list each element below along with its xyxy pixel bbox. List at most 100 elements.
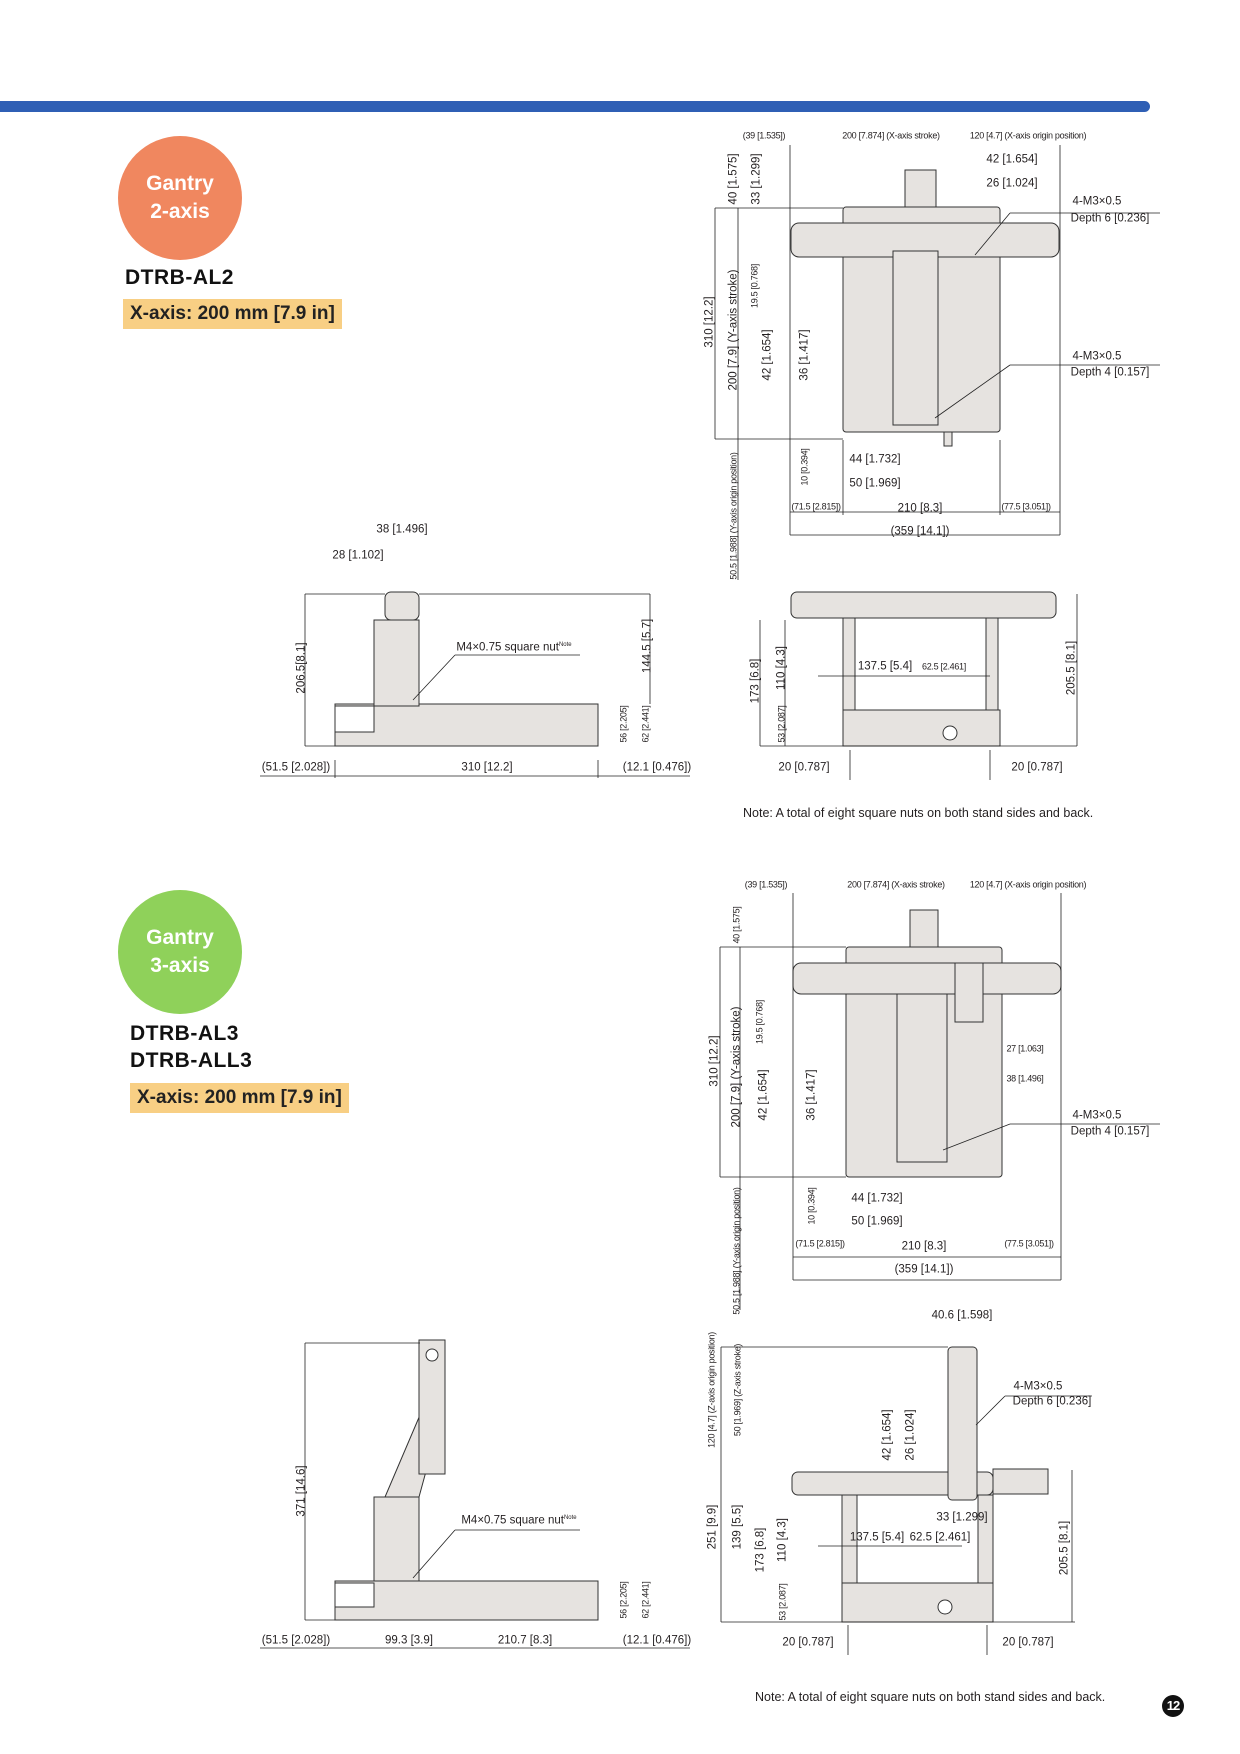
badge-line-2: 2-axis [150,200,210,223]
x-axis-spec: X-axis: 200 mm [7.9 in] [123,299,342,329]
dimension-label: 27 [1.063] [1006,1043,1044,1054]
dimension-label: 173 [6.8] [749,658,762,704]
dimension-label: 310 [12.2] [703,296,716,348]
dimension-label: 173 [6.8] [754,1527,767,1573]
tap-callout: Depth 4 [0.157] [1070,1125,1150,1138]
dimension-label: 200 [7.9] (Y-axis stroke) [727,269,740,391]
nut-callout: M4×0.75 square nutNote [461,1515,576,1527]
tap-callout: 4-M3×0.5 [1072,1109,1122,1122]
al2-top-view [714,145,1160,580]
nut-callout: M4×0.75 square nutNote [456,642,571,654]
dimension-label: (359 [14.1]) [894,1263,954,1276]
dimension-label: 120 [4.7] (X-axis origin position) [969,879,1087,890]
dimension-label: 210.7 [8.3] [497,1634,553,1647]
dimension-label: 20 [0.787] [782,1636,834,1649]
dimension-label: 33 [1.299] [750,153,763,205]
header-rule [0,101,1150,112]
dimension-label: 36 [1.417] [798,329,811,381]
dimension-label: 62.5 [2.461] [909,1531,971,1544]
dimension-label: 53 [2.087] [776,705,787,743]
model-name: DTRB-AL3 [130,1022,239,1045]
dimension-label: 62 [2.441] [640,1581,651,1619]
dimension-label: 200 [7.9] (Y-axis stroke) [730,1006,743,1128]
dimension-label: 210 [8.3] [901,1240,947,1253]
gantry-2-axis-badge: Gantry 2-axis [118,136,242,260]
al3-top-view [719,893,1160,1310]
dimension-label: 19.5 [0.768] [754,1000,765,1044]
dimension-label: 206.5[8.1] [295,642,308,694]
dimension-label: (51.5 [2.028]) [261,1634,331,1647]
dimension-label: 36 [1.417] [805,1069,818,1121]
dimension-label: 144.5 [5.7] [641,618,654,674]
dimension-label: 310 [12.2] [461,761,513,774]
dimension-label: 120 [4.7] (Z-axis origin position) [706,1332,717,1448]
dimension-label: 137.5 [5.4] [857,660,913,673]
dimension-label: 99.3 [3.9] [385,1634,433,1647]
dimension-label: 205.5 [8.1] [1058,1520,1071,1576]
dimension-label: 210 [8.3] [897,502,943,515]
dimension-label: 40 [1.575] [731,906,742,944]
dimension-label: 38 [1.496] [1006,1073,1044,1084]
dimension-label: 26 [1.024] [986,177,1038,190]
dimension-label: 50.5 [1.988] (Y-axis origin position) [728,452,739,580]
al3-side-view [260,1339,690,1649]
dimension-label: 38 [1.496] [376,523,428,536]
x-axis-spec: X-axis: 200 mm [7.9 in] [130,1083,349,1113]
dimension-label: 28 [1.102] [332,549,384,562]
dimension-label: 62 [2.441] [640,705,651,743]
dimension-label: (12.1 [0.476]) [622,761,692,774]
dimension-label: (77.5 [3.051]) [1004,1238,1054,1249]
badge-line-1: Gantry [146,172,214,195]
tap-callout: Depth 6 [0.236] [1012,1395,1092,1408]
tap-callout: Depth 4 [0.157] [1070,366,1150,379]
dimension-label: 42 [1.654] [757,1069,770,1121]
tap-callout: 4-M3×0.5 [1072,195,1122,208]
dimension-label: (359 [14.1]) [890,525,950,538]
dimension-label: 310 [12.2] [708,1035,721,1087]
tap-callout: 4-M3×0.5 [1013,1380,1063,1393]
dimension-label: 50 [1.969] [851,1215,903,1228]
dimension-label: 251 [9.9] [706,1504,719,1550]
dimension-label: 44 [1.732] [851,1192,903,1205]
dimension-label: 56 [2.205] [618,705,629,743]
dimension-label: 10 [0.394] [799,448,810,486]
badge-line-1: Gantry [146,926,214,949]
dimension-label: 56 [2.205] [618,1581,629,1619]
dimension-label: 200 [7.874] (X-axis stroke) [842,130,940,141]
dimension-label: (71.5 [2.815]) [791,501,841,512]
tap-callout: 4-M3×0.5 [1072,350,1122,363]
dimension-label: 44 [1.732] [849,453,901,466]
model-name: DTRB-ALL3 [130,1049,253,1072]
dimension-label: (51.5 [2.028]) [261,761,331,774]
dimension-label: 110 [4.3] [775,646,788,690]
dimension-label: 120 [4.7] (X-axis origin position) [969,130,1087,141]
footnote: Note: A total of eight square nuts on bo… [755,1690,1106,1704]
dimension-label: 200 [7.874] (X-axis stroke) [847,879,945,890]
al2-front-view [759,591,1078,780]
dimension-label: 53 [2.087] [777,1583,788,1621]
dimension-label: (71.5 [2.815]) [795,1238,845,1249]
dimension-label: 50.5 [1.988] (Y-axis origin position) [731,1187,742,1315]
dimension-label: 19.5 [0.768] [749,264,760,308]
dimension-label: 42 [1.654] [881,1409,894,1461]
badge-line-2: 3-axis [150,954,210,977]
dimension-label: 26 [1.024] [904,1409,917,1461]
dimension-label: 20 [0.787] [1011,761,1063,774]
al2-side-view [260,591,690,778]
dimension-label: (77.5 [3.051]) [1001,501,1051,512]
dimension-label: 20 [0.787] [1002,1636,1054,1649]
dimension-label: 205.5 [8.1] [1065,640,1078,696]
dimension-label: 42 [1.654] [986,153,1038,166]
note-superscript: Note [563,1514,577,1521]
dimension-label: 62.5 [2.461] [922,661,966,672]
dimension-label: (39 [1.535]) [742,130,786,141]
dimension-label: 40.6 [1.598] [931,1309,993,1322]
dimension-label: 10 [0.394] [806,1187,817,1225]
dimension-label: 371 [14.6] [295,1465,308,1517]
dimension-label: 137.5 [5.4] [849,1531,905,1544]
dimension-label: 139 [5.5] [731,1504,744,1550]
dimension-label: 20 [0.787] [778,761,830,774]
dimension-label: 42 [1.654] [761,329,774,381]
nut-label: M4×0.75 square nut [461,1514,564,1527]
